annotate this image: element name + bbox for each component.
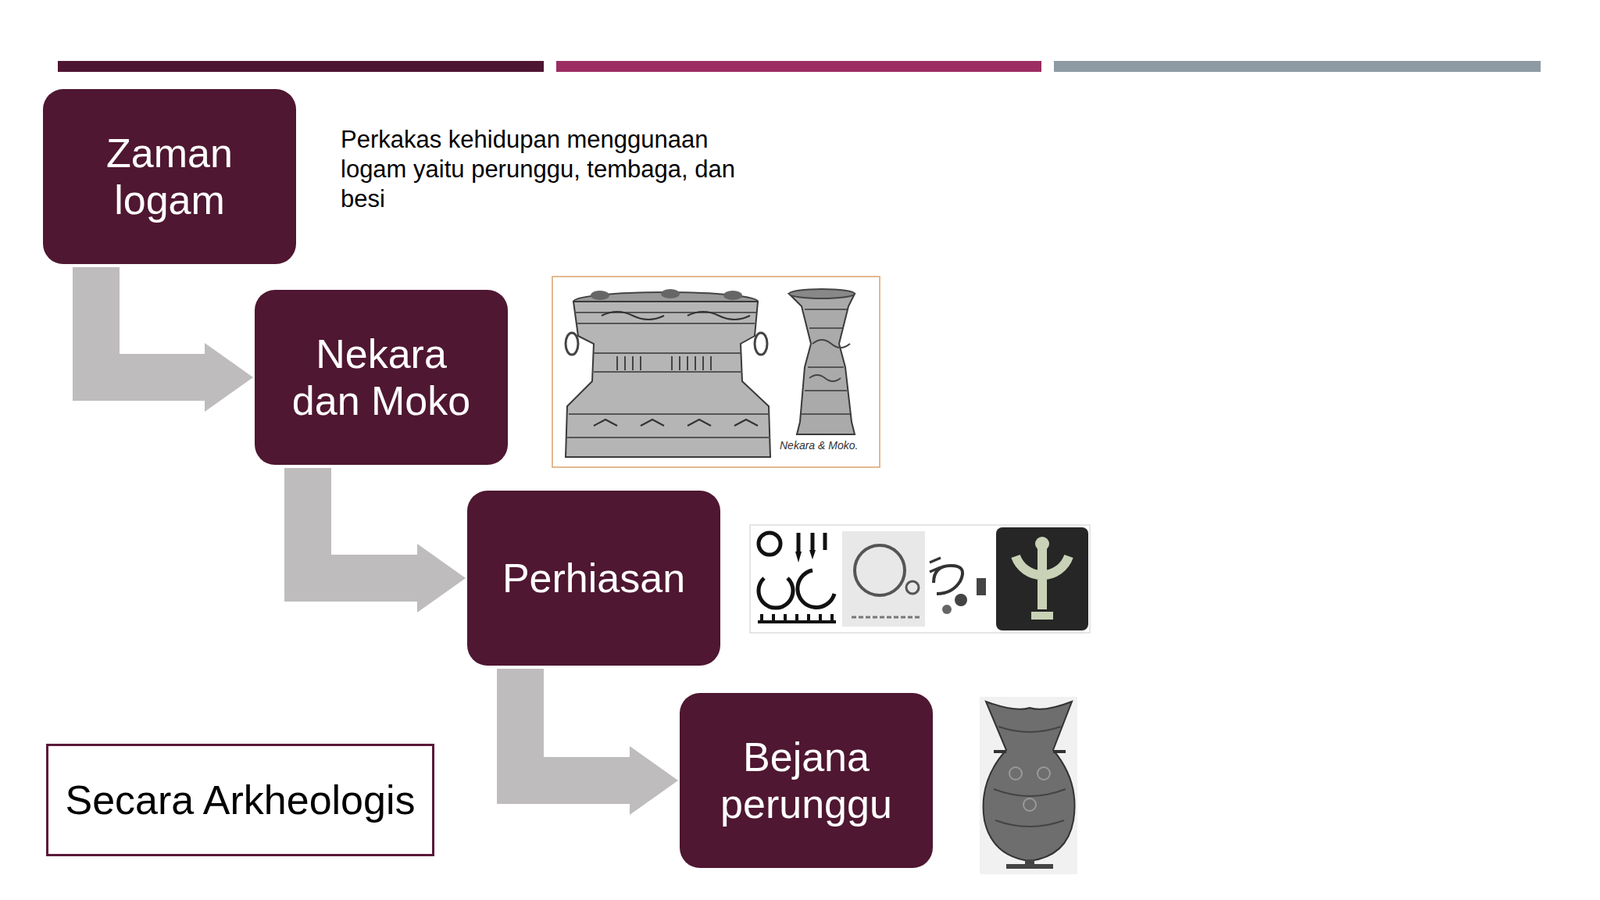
bronze-vessel-picture xyxy=(979,696,1078,875)
node-text: Nekara dan Moko xyxy=(283,330,479,425)
picture-caption: Nekara & Moko. xyxy=(779,439,858,452)
description-text: Perkakas kehidupan menggunaan logam yait… xyxy=(340,125,763,214)
header-bar xyxy=(57,60,544,72)
process-box: Perhiasan xyxy=(467,490,721,666)
node-text: Bejana perunggu xyxy=(708,733,904,829)
elbow-arrow xyxy=(496,668,679,815)
nekara-moko-picture xyxy=(552,276,880,468)
process-box: Zaman logam xyxy=(42,89,297,265)
elbow-arrow xyxy=(72,267,254,412)
note-box: Secara Arkheologis xyxy=(46,743,435,857)
header-bar xyxy=(556,60,1042,72)
process-box: Nekara dan Moko xyxy=(254,289,508,465)
jewelry-picture xyxy=(750,525,1090,633)
node-text: Secara Arkheologis xyxy=(64,776,415,824)
process-box: Bejana perunggu xyxy=(679,692,933,868)
elbow-arrow xyxy=(284,467,466,613)
node-text: Zaman logam xyxy=(71,129,268,225)
header-bar xyxy=(1053,60,1541,72)
node-text: Perhiasan xyxy=(502,554,686,602)
